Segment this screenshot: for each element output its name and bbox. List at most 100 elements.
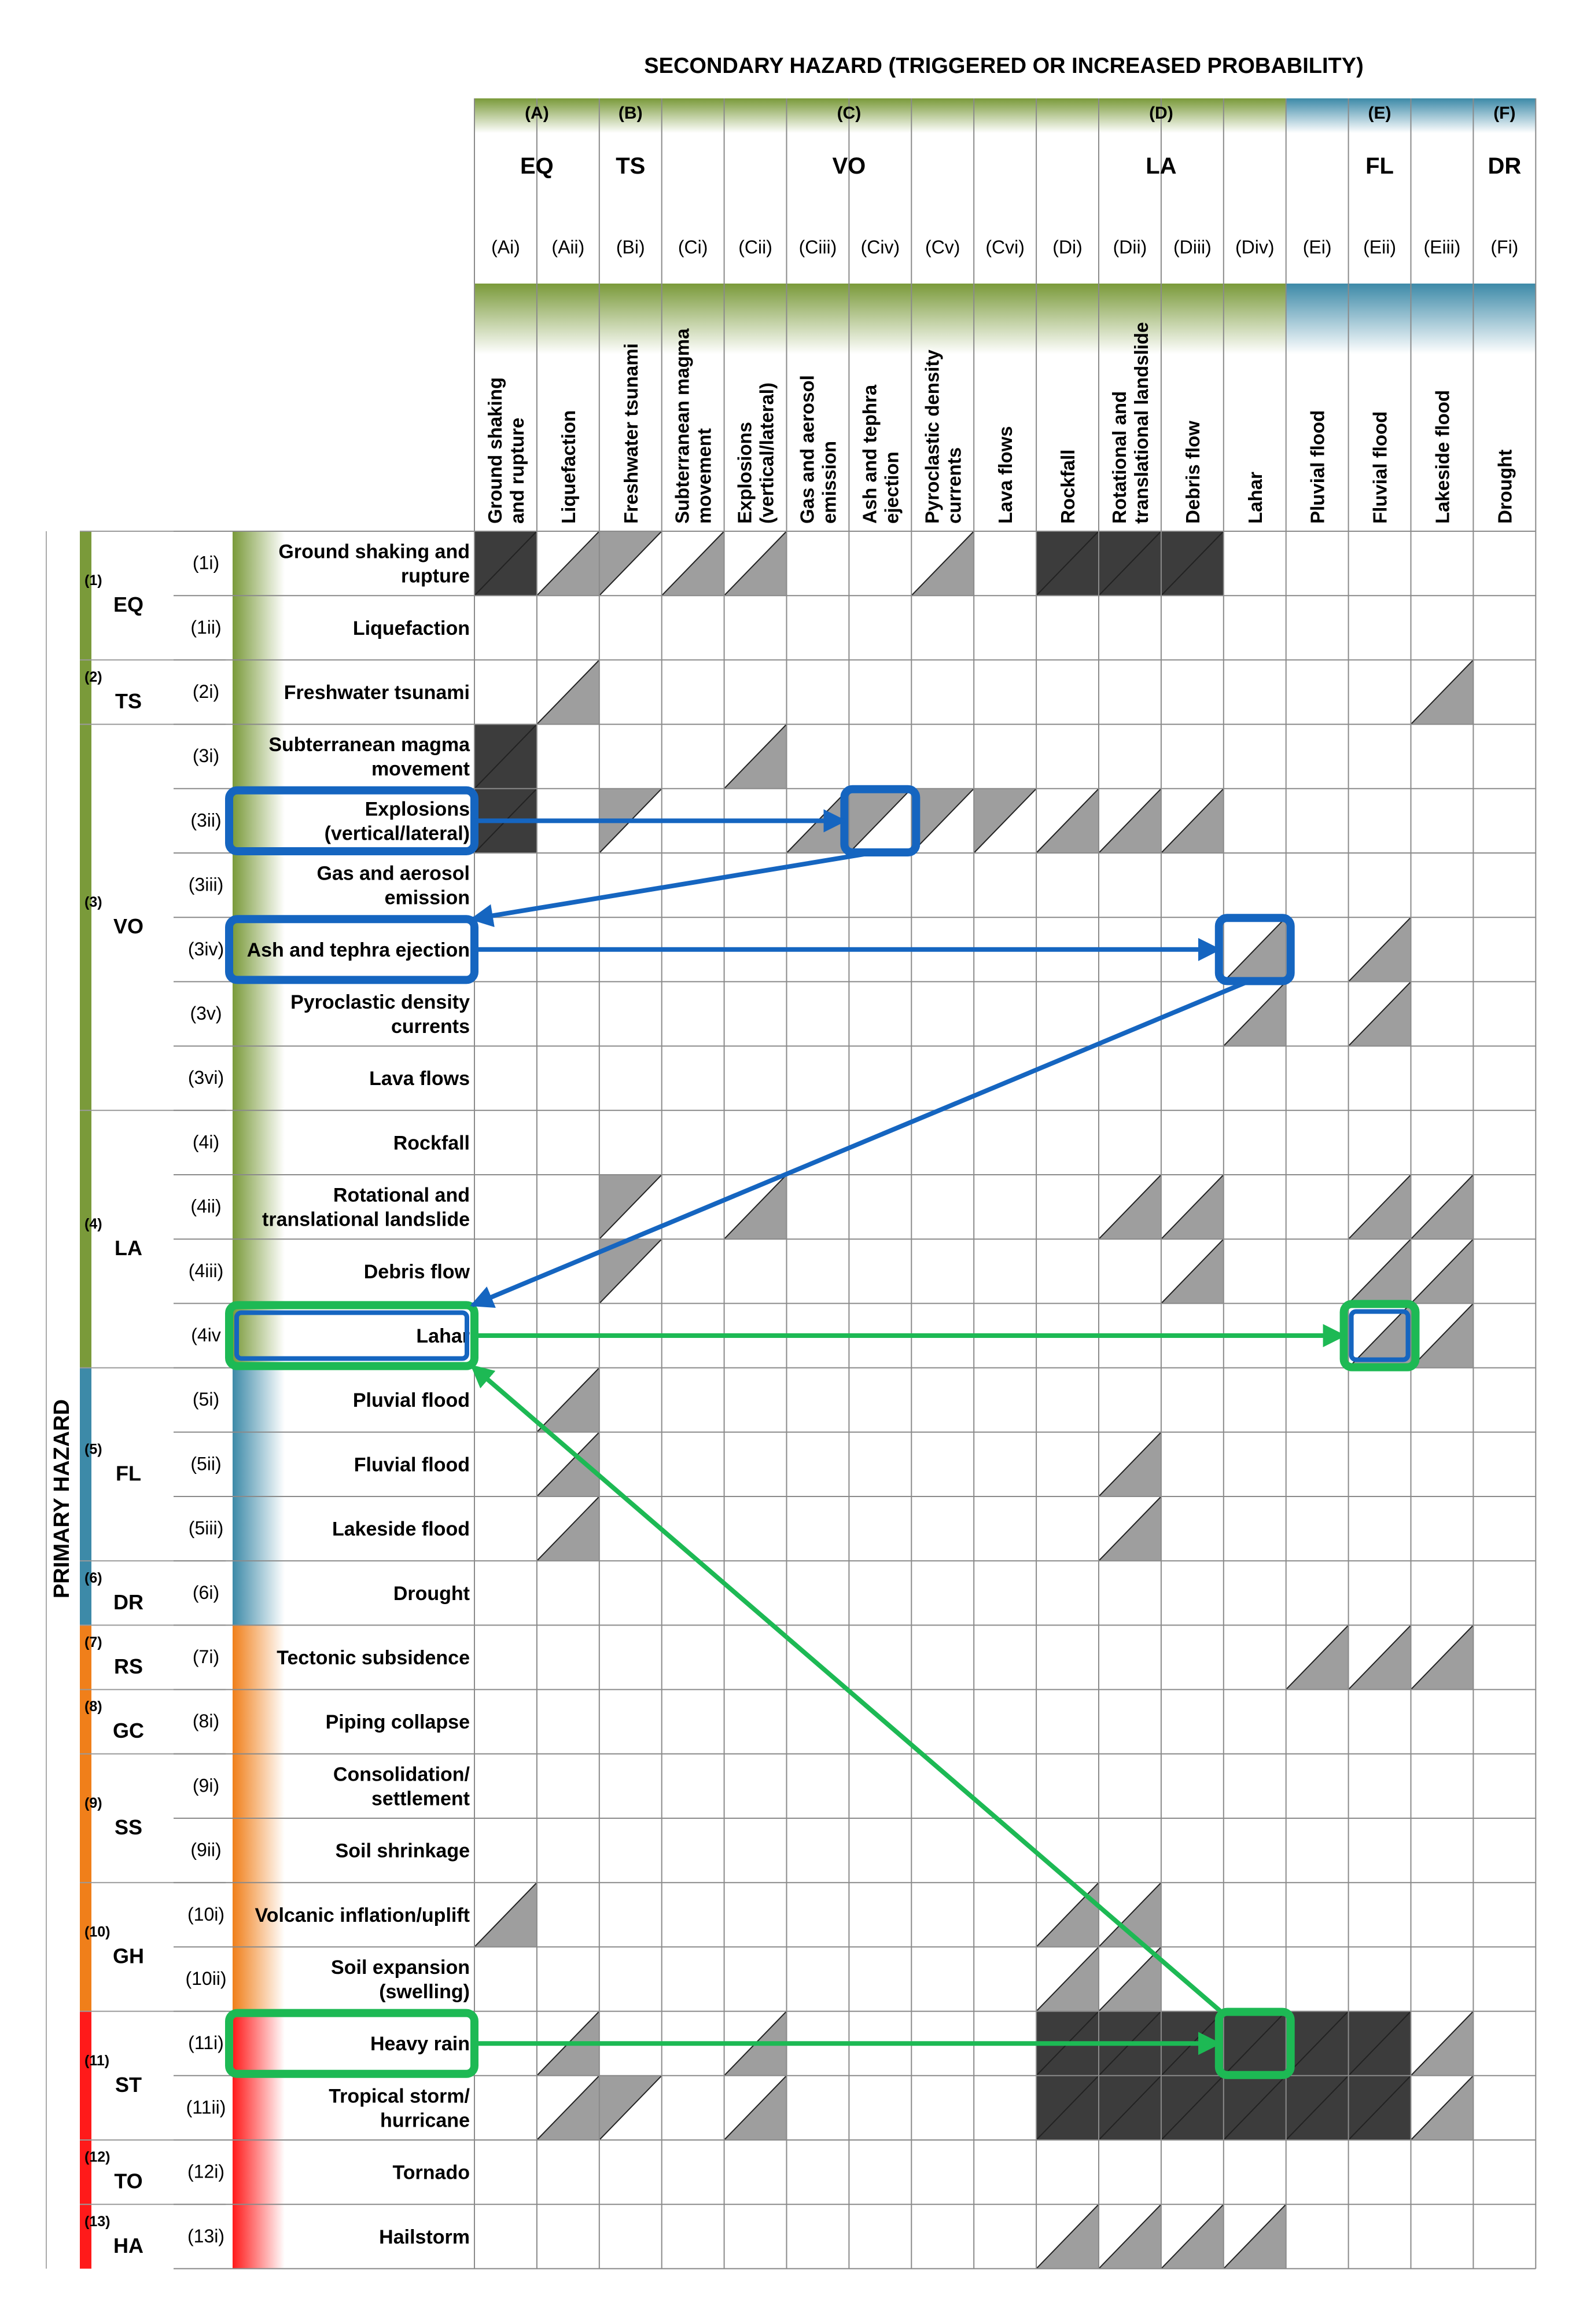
highlight-box-inner [1349, 1309, 1411, 1362]
row-code: (7i) [193, 1646, 219, 1667]
column-label: ejection [881, 451, 902, 524]
column-label: Rockfall [1057, 450, 1078, 524]
column-label: Freshwater tsunami [620, 343, 642, 524]
column-label: and rupture [506, 418, 528, 524]
row-label: Tropical storm/ [329, 2085, 470, 2107]
row-label: Ground shaking and [278, 541, 470, 563]
group-code: VO [833, 153, 866, 179]
flow-arrow [470, 850, 875, 928]
primary-group-code: LA [115, 1236, 142, 1260]
column-code: (Ei) [1303, 237, 1332, 258]
cell-diagonal [536, 1496, 600, 1561]
cell-diagonal [1098, 1432, 1162, 1497]
column-label: Lakeside flood [1431, 390, 1453, 524]
row-label: Tornado [393, 2162, 470, 2184]
primary-group-band [80, 1625, 91, 1690]
cell-diagonal [1161, 1238, 1224, 1304]
primary-group-code: DR [113, 1590, 143, 1614]
row-code: (3ii) [190, 810, 221, 830]
primary-group-band [80, 1753, 91, 1883]
group-letter: (E) [1368, 104, 1391, 123]
cell-diagonal [1348, 981, 1412, 1047]
cell-diagonal [1098, 1946, 1162, 2012]
primary-group-code: GH [113, 1944, 144, 1968]
cell-diagonal [1036, 788, 1099, 854]
cell-diagonal [723, 531, 787, 596]
cell-diagonal [1223, 2075, 1287, 2141]
row-label: Soil shrinkage [336, 1840, 470, 1862]
primary-hazard-title: PRIMARY HAZARD [50, 1399, 74, 1598]
primary-group-band [80, 2204, 91, 2269]
flow-arrow [470, 1364, 1223, 2014]
row-label: translational landslide [262, 1209, 470, 1231]
primary-row-gradient [233, 1561, 285, 1626]
primary-group-band [80, 1689, 91, 1754]
column-label: Ground shaking [484, 377, 506, 524]
row-label: Debris flow [364, 1261, 470, 1283]
column-code: (Dii) [1113, 237, 1147, 258]
cell-diagonal [1348, 1238, 1412, 1304]
column-code: (Fi) [1490, 237, 1518, 258]
cell-diagonal [1410, 659, 1474, 725]
column-code: (Eii) [1363, 237, 1396, 258]
primary-group-code: SS [115, 1815, 142, 1839]
row-label: Consolidation/ [333, 1763, 470, 1785]
primary-group-number: (11) [84, 2053, 109, 2069]
cell-diagonal [1348, 917, 1412, 983]
column-code: (Diii) [1173, 237, 1212, 258]
column-label: Drought [1494, 450, 1515, 524]
primary-row-gradient [233, 2140, 285, 2205]
cell-diagonal [1036, 1882, 1099, 1948]
primary-group-band [80, 1367, 91, 1561]
column-label: Lava flows [995, 426, 1016, 524]
cell-diagonal [1098, 1174, 1162, 1240]
cell-diagonal [1285, 2075, 1349, 2141]
column-label: Gas and aerosol [796, 375, 818, 524]
row-label: Lakeside flood [332, 1518, 470, 1540]
cell-diagonal [1348, 1303, 1412, 1369]
primary-group-number: (7) [84, 1634, 102, 1650]
cell-diagonal [723, 723, 787, 789]
row-label: Ash and tephra ejection [247, 939, 470, 961]
primary-group-number: (1) [84, 572, 102, 589]
column-label: Rotational and [1109, 391, 1130, 524]
column-code: (Bi) [616, 237, 645, 258]
row-label: Pyroclastic density [290, 991, 470, 1013]
cell-diagonal [1348, 1174, 1412, 1240]
primary-row-gradient [233, 660, 285, 725]
row-label: rupture [401, 565, 470, 587]
cell-diagonal [1348, 1624, 1412, 1690]
group-letter: (D) [1149, 104, 1173, 123]
cell-diagonal [1410, 1303, 1474, 1369]
cell-diagonal [474, 723, 538, 789]
cell-diagonal [536, 1367, 600, 1433]
primary-row-gradient [233, 1367, 285, 1561]
row-label: Lava flows [369, 1068, 470, 1090]
row-code: (9i) [193, 1775, 219, 1796]
primary-group-band [80, 724, 91, 1110]
primary-group-band [80, 2140, 91, 2205]
row-label: Heavy rain [370, 2033, 470, 2055]
primary-group-code: GC [113, 1719, 144, 1742]
row-code: (11i) [188, 2032, 224, 2053]
column-code: (Div) [1235, 237, 1275, 258]
column-label: Ash and tephra [859, 384, 880, 524]
cell-diagonal [1223, 917, 1287, 983]
cell-diagonal [1410, 1174, 1474, 1240]
row-label: (swelling) [379, 1981, 470, 2003]
cell-diagonal [1223, 981, 1287, 1047]
row-label: Tectonic subsidence [277, 1647, 470, 1669]
cell-diagonal [474, 1882, 538, 1948]
row-code: (3iii) [189, 874, 223, 895]
primary-group-number: (12) [84, 2149, 110, 2165]
row-label: Subterranean magma [268, 734, 470, 756]
column-label: Debris flow [1182, 421, 1203, 524]
row-label: Rotational and [333, 1185, 470, 1207]
row-label: emission [385, 887, 470, 909]
cell-diagonal [1161, 2204, 1224, 2270]
row-code: (11ii) [186, 2097, 226, 2117]
cell-diagonal [1161, 2075, 1224, 2141]
primary-group-number: (13) [84, 2213, 110, 2230]
row-label: Gas and aerosol [316, 863, 470, 885]
cell-diagonal [1223, 2010, 1287, 2076]
